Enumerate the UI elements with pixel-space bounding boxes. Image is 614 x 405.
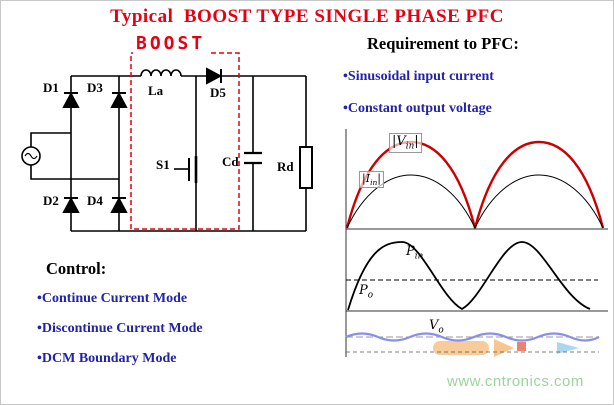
control-item-1: •Continue Current Mode [37, 291, 188, 306]
pin-label-pre: P [406, 244, 415, 259]
circuit-diagram [21, 52, 313, 232]
bridge-diodes [62, 67, 223, 213]
requirement-item-2: •Constant output voltage [343, 101, 492, 116]
po-label-pre: P [359, 283, 368, 298]
vin-label: |Vin| [389, 133, 422, 153]
vo-label: Vo [429, 318, 444, 336]
pin-curve [347, 241, 591, 311]
label-d4: D4 [87, 193, 103, 208]
vin-curve [345, 140, 605, 233]
label-la: La [148, 83, 164, 98]
resistor-rd [299, 146, 313, 189]
vo-curve [345, 332, 600, 342]
diode-d2 [62, 196, 80, 213]
vin-label-sub: in [405, 141, 415, 152]
vin-label-post: | [414, 134, 419, 149]
requirements-heading: Requirement to PFC: [367, 34, 519, 53]
mosfet-s1 [174, 156, 198, 183]
po-label: Po [359, 283, 373, 301]
iin-label-post: | [377, 172, 381, 185]
label-cd: Cd [222, 154, 239, 169]
diode-d1 [62, 91, 80, 108]
iin-label-pre: |I [362, 172, 371, 185]
capacitor-cd [244, 151, 262, 165]
label-d3: D3 [87, 80, 103, 95]
po-label-sub: o [367, 290, 374, 301]
iin-label-sub: in [370, 178, 378, 188]
label-d1: D1 [43, 80, 59, 95]
iin-label: |Iin| [359, 171, 384, 189]
control-item-3: •DCM Boundary Mode [37, 351, 177, 366]
pin-label: Pin [406, 244, 423, 262]
iin-curve [346, 174, 604, 230]
ac-source [21, 146, 41, 166]
control-item-2: •Discontinue Current Mode [37, 321, 203, 336]
label-rd: Rd [277, 159, 294, 174]
requirement-item-1: •Sinusoidal input current [343, 69, 494, 84]
label-d2: D2 [43, 193, 59, 208]
label-s1: S1 [156, 157, 170, 172]
watermark-text: www.cntronics.com [447, 373, 584, 390]
vo-label-sub: o [438, 325, 444, 336]
page-title: Typical BOOST TYPE SINGLE PHASE PFC [110, 6, 504, 27]
inductor-la [140, 69, 182, 77]
control-heading: Control: [46, 259, 107, 278]
pin-label-sub: in [414, 251, 424, 262]
label-d5: D5 [210, 85, 226, 100]
boost-region-box [130, 52, 240, 230]
waveform-plot [345, 129, 608, 357]
watermark-logo [433, 339, 579, 357]
boost-label: BOOST [133, 33, 209, 54]
vo-label-pre: V [429, 318, 439, 333]
diode-d4 [110, 196, 128, 213]
vin-label-pre: |V [392, 134, 406, 149]
diode-d3 [110, 91, 128, 108]
diode-d5 [206, 67, 223, 85]
